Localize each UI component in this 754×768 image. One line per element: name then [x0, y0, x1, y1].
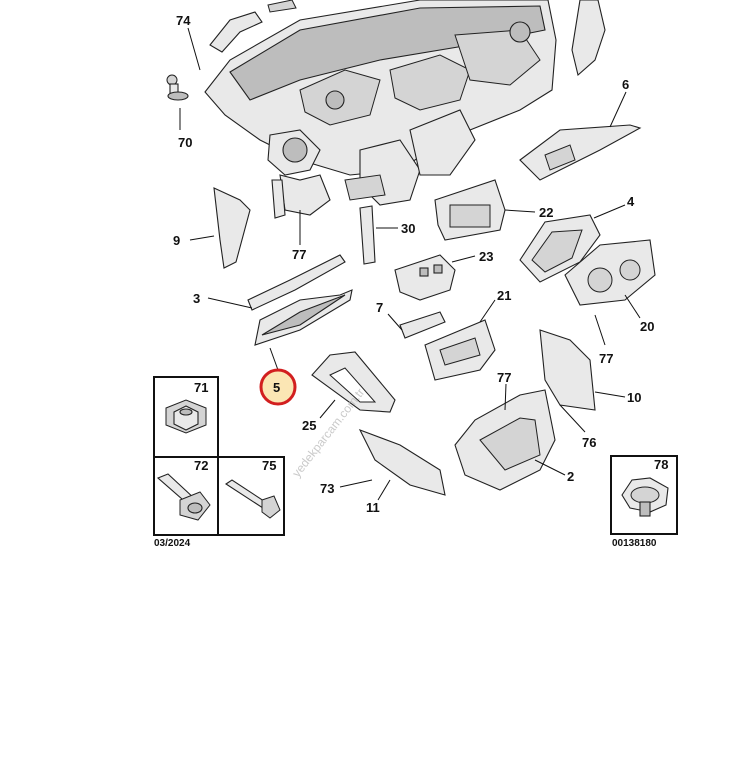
callout-11: 11 [366, 500, 380, 515]
part-23-switch-panel [394, 254, 456, 301]
callout-77-upper: 77 [292, 247, 306, 262]
callout-3: 3 [193, 291, 200, 306]
callout-72: 72 [194, 458, 208, 473]
callout-78: 78 [654, 457, 668, 472]
callout-75: 75 [262, 458, 276, 473]
callout-2: 2 [567, 469, 574, 484]
callout-5: 5 [273, 380, 280, 395]
leader-lines [179, 27, 641, 501]
callout-73: 73 [320, 481, 334, 496]
part-74-grip [267, 0, 297, 13]
callout-20: 20 [640, 319, 654, 334]
top-right-trim [571, 0, 606, 77]
callout-10: 10 [627, 390, 641, 405]
callout-21: 21 [497, 288, 511, 303]
callout-70: 70 [178, 135, 192, 150]
callout-6: 6 [622, 77, 629, 92]
part-9-pillar-trim [213, 187, 251, 269]
callout-22: 22 [539, 205, 553, 220]
part-3-rail [247, 254, 346, 311]
part-74-handle [209, 11, 263, 53]
callout-76: 76 [582, 435, 596, 450]
callout-23: 23 [479, 249, 493, 264]
part-30-strip [359, 205, 376, 265]
callout-71: 71 [194, 380, 208, 395]
dashboard-assembly [204, 0, 557, 219]
callout-25: 25 [302, 418, 316, 433]
fastener-box-71: 71 [153, 376, 219, 458]
callout-30: 30 [401, 221, 415, 236]
fastener-box-78: 78 [610, 455, 678, 535]
date-code: 03/2024 [154, 538, 191, 549]
callout-77-lower: 77 [497, 370, 511, 385]
callout-9: 9 [173, 233, 180, 248]
part-6-panel [519, 124, 642, 181]
callout-4: 4 [627, 194, 635, 209]
part-10-side-panel [539, 329, 596, 411]
callout-77-right: 77 [599, 351, 613, 366]
highlight-circle [259, 368, 297, 406]
fastener-box-75: 75 [217, 456, 285, 536]
part-70-screw [166, 74, 189, 101]
reference-code: 00138180 [612, 538, 657, 549]
callout-5-highlight: 5 [259, 368, 297, 406]
callout-7: 7 [376, 300, 383, 315]
callout-74: 74 [176, 13, 191, 28]
part-7-bracket [399, 311, 446, 339]
callout-labels: 74 70 6 9 77 30 22 4 23 3 7 21 20 77 77 … [173, 13, 654, 515]
fastener-box-72: 72 [153, 456, 219, 536]
part-11-trim [358, 428, 446, 496]
